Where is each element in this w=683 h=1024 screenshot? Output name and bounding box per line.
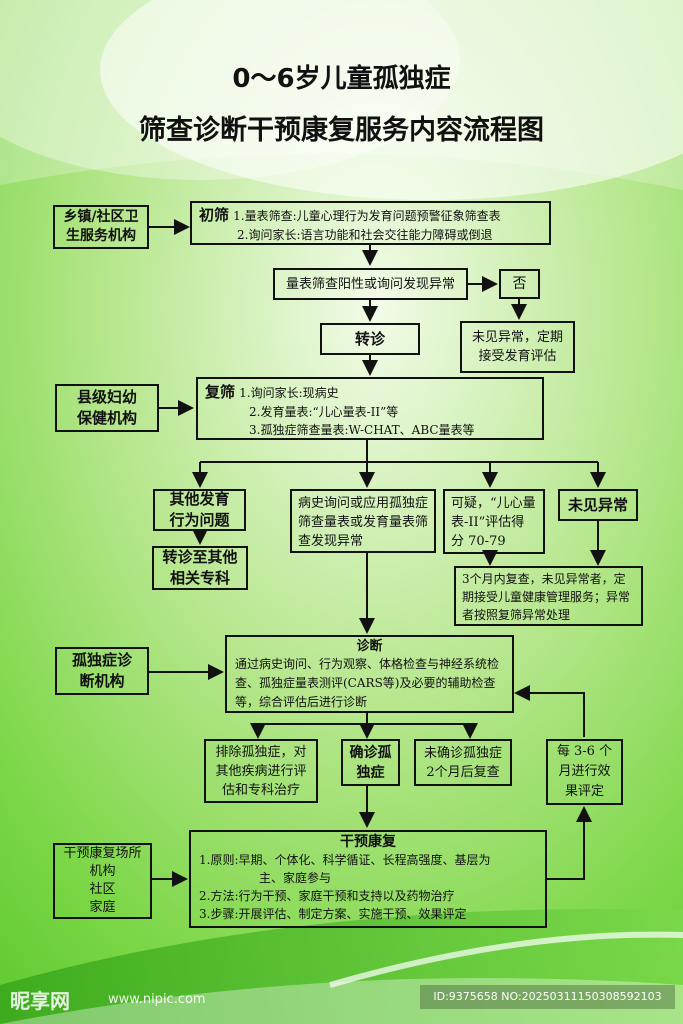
unconfirmed-box: 未确诊孤独症2个月后复查	[414, 739, 512, 786]
page-title-line1: 0～6岁儿童孤独症	[232, 64, 451, 94]
org-township: 乡镇/社区卫生服务机构	[53, 205, 149, 249]
watermark-url: www.nipic.com	[108, 992, 206, 1007]
initial-screening-box: 初筛 1.量表筛查:儿童心理行为发育问题预警征象筛查表 2.询问家长:语言功能和…	[190, 201, 551, 245]
org-diagnosis-text: 孤独症诊断机构	[71, 651, 132, 690]
no-text: 否	[512, 275, 527, 292]
initial-screening-line1: 1.量表筛查:儿童心理行为发育问题预警征象筛查表	[233, 209, 501, 223]
initial-screening-line2: 2.询问家长:语言功能和社会交往能力障碍或倒退	[237, 228, 493, 242]
suspect-text: 可疑，“儿心量表-II”评估得分 70-79	[451, 496, 536, 549]
rescreening-label: 复筛	[205, 383, 236, 401]
diagnosis-box: 诊断 通过病史询问、行为观察、体格检查与神经系统检查、孤独症量表测评(CARS等…	[225, 635, 514, 713]
history-abnormal-text: 病史询问或应用孤独症筛查量表或发育量表筛查发现异常	[298, 496, 429, 549]
exclude-box: 排除孤独症，对其他疾病进行评估和专科治疗	[204, 739, 318, 803]
referral-box: 转诊	[320, 323, 420, 355]
intervention-box: 干预康复 1.原则:早期、个体化、科学循证、长程高强度、基层为 主、家庭参与 2…	[189, 830, 547, 928]
suspect-box: 可疑，“儿心量表-II”评估得分 70-79	[443, 489, 545, 554]
intervention-line1: 1.原则:早期、个体化、科学循证、长程高强度、基层为	[199, 853, 491, 867]
rescreening-box: 复筛 1.询问家长:现病史 2.发育量表:“儿心量表-II”等 3.孤独症筛查量…	[196, 377, 544, 440]
history-abnormal-box: 病史询问或应用孤独症筛查量表或发育量表筛查发现异常	[290, 489, 436, 553]
org-rehab: 干预康复场所 机构 社区 家庭	[53, 843, 152, 919]
org-rehab-line2: 机构	[89, 864, 116, 879]
diagnosis-text: 通过病史询问、行为观察、体格检查与神经系统检查、孤独症量表测评(CARS等)及必…	[235, 657, 500, 709]
positive-result-box: 量表筛查阳性或询问发现异常	[273, 268, 468, 300]
refer-other-box: 转诊至其他相关专科	[152, 546, 248, 590]
intervention-line2: 2.方法:行为干预、家庭干预和支持以及药物治疗	[199, 889, 455, 903]
no-box: 否	[499, 269, 540, 299]
diagnosis-label: 诊断	[356, 639, 383, 654]
positive-result-text: 量表筛查阳性或询问发现异常	[285, 276, 455, 292]
evaluate-text: 每 3-6 个月进行效果评定	[556, 744, 613, 799]
intervention-line3: 3.步骤:开展评估、制定方案、实施干预、效果评定	[199, 907, 467, 921]
recheck-text: 3个月内复查，未见异常者，定期接受儿童健康管理服务；异常者按照复筛异常处理	[462, 572, 631, 622]
no-abnormal-text: 未见异常，定期接受发育评估	[471, 330, 563, 364]
other-dev-text: 其他发育行为问题	[169, 490, 230, 529]
refer-other-text: 转诊至其他相关专科	[162, 548, 238, 587]
unconfirmed-text: 未确诊孤独症2个月后复查	[423, 745, 502, 780]
recheck-box: 3个月内复查，未见异常者，定期接受儿童健康管理服务；异常者按照复筛异常处理	[454, 566, 643, 626]
page-title-line2: 筛查诊断干预康复服务内容流程图	[139, 115, 544, 146]
org-diagnosis: 孤独症诊断机构	[55, 647, 149, 695]
intervention-line1b: 主、家庭参与	[259, 871, 332, 885]
org-rehab-line1: 干预康复场所	[63, 846, 142, 861]
org-rehab-line3: 社区	[89, 882, 116, 897]
initial-screening-label: 初筛	[199, 206, 230, 224]
not-abnormal-text: 未见异常	[567, 495, 628, 514]
confirmed-box: 确诊孤独症	[341, 739, 400, 786]
other-dev-box: 其他发育行为问题	[153, 489, 246, 531]
referral-text: 转诊	[354, 329, 385, 348]
org-rehab-line4: 家庭	[89, 900, 116, 915]
org-township-text: 乡镇/社区卫生服务机构	[63, 209, 139, 244]
org-county: 县级妇幼保健机构	[55, 384, 159, 432]
exclude-text: 排除孤独症，对其他疾病进行评估和专科治疗	[215, 744, 307, 798]
rescreening-line2: 2.发育量表:“儿心量表-II”等	[249, 405, 399, 419]
no-abnormal-box: 未见异常，定期接受发育评估	[460, 321, 575, 373]
evaluate-box: 每 3-6 个月进行效果评定	[546, 739, 623, 805]
rescreening-line1: 1.询问家长:现病史	[239, 386, 339, 400]
watermark-id: ID:9375658 NO:20250311150308592103	[420, 985, 675, 1009]
rescreening-line3: 3.孤独症筛查量表:W-CHAT、ABC量表等	[249, 423, 475, 437]
watermark-logo: 昵享网	[10, 989, 70, 1013]
not-abnormal-box: 未见异常	[558, 489, 638, 521]
intervention-label: 干预康复	[340, 834, 396, 850]
org-county-text: 县级妇幼保健机构	[76, 388, 137, 427]
confirmed-text: 确诊孤独症	[349, 744, 392, 781]
